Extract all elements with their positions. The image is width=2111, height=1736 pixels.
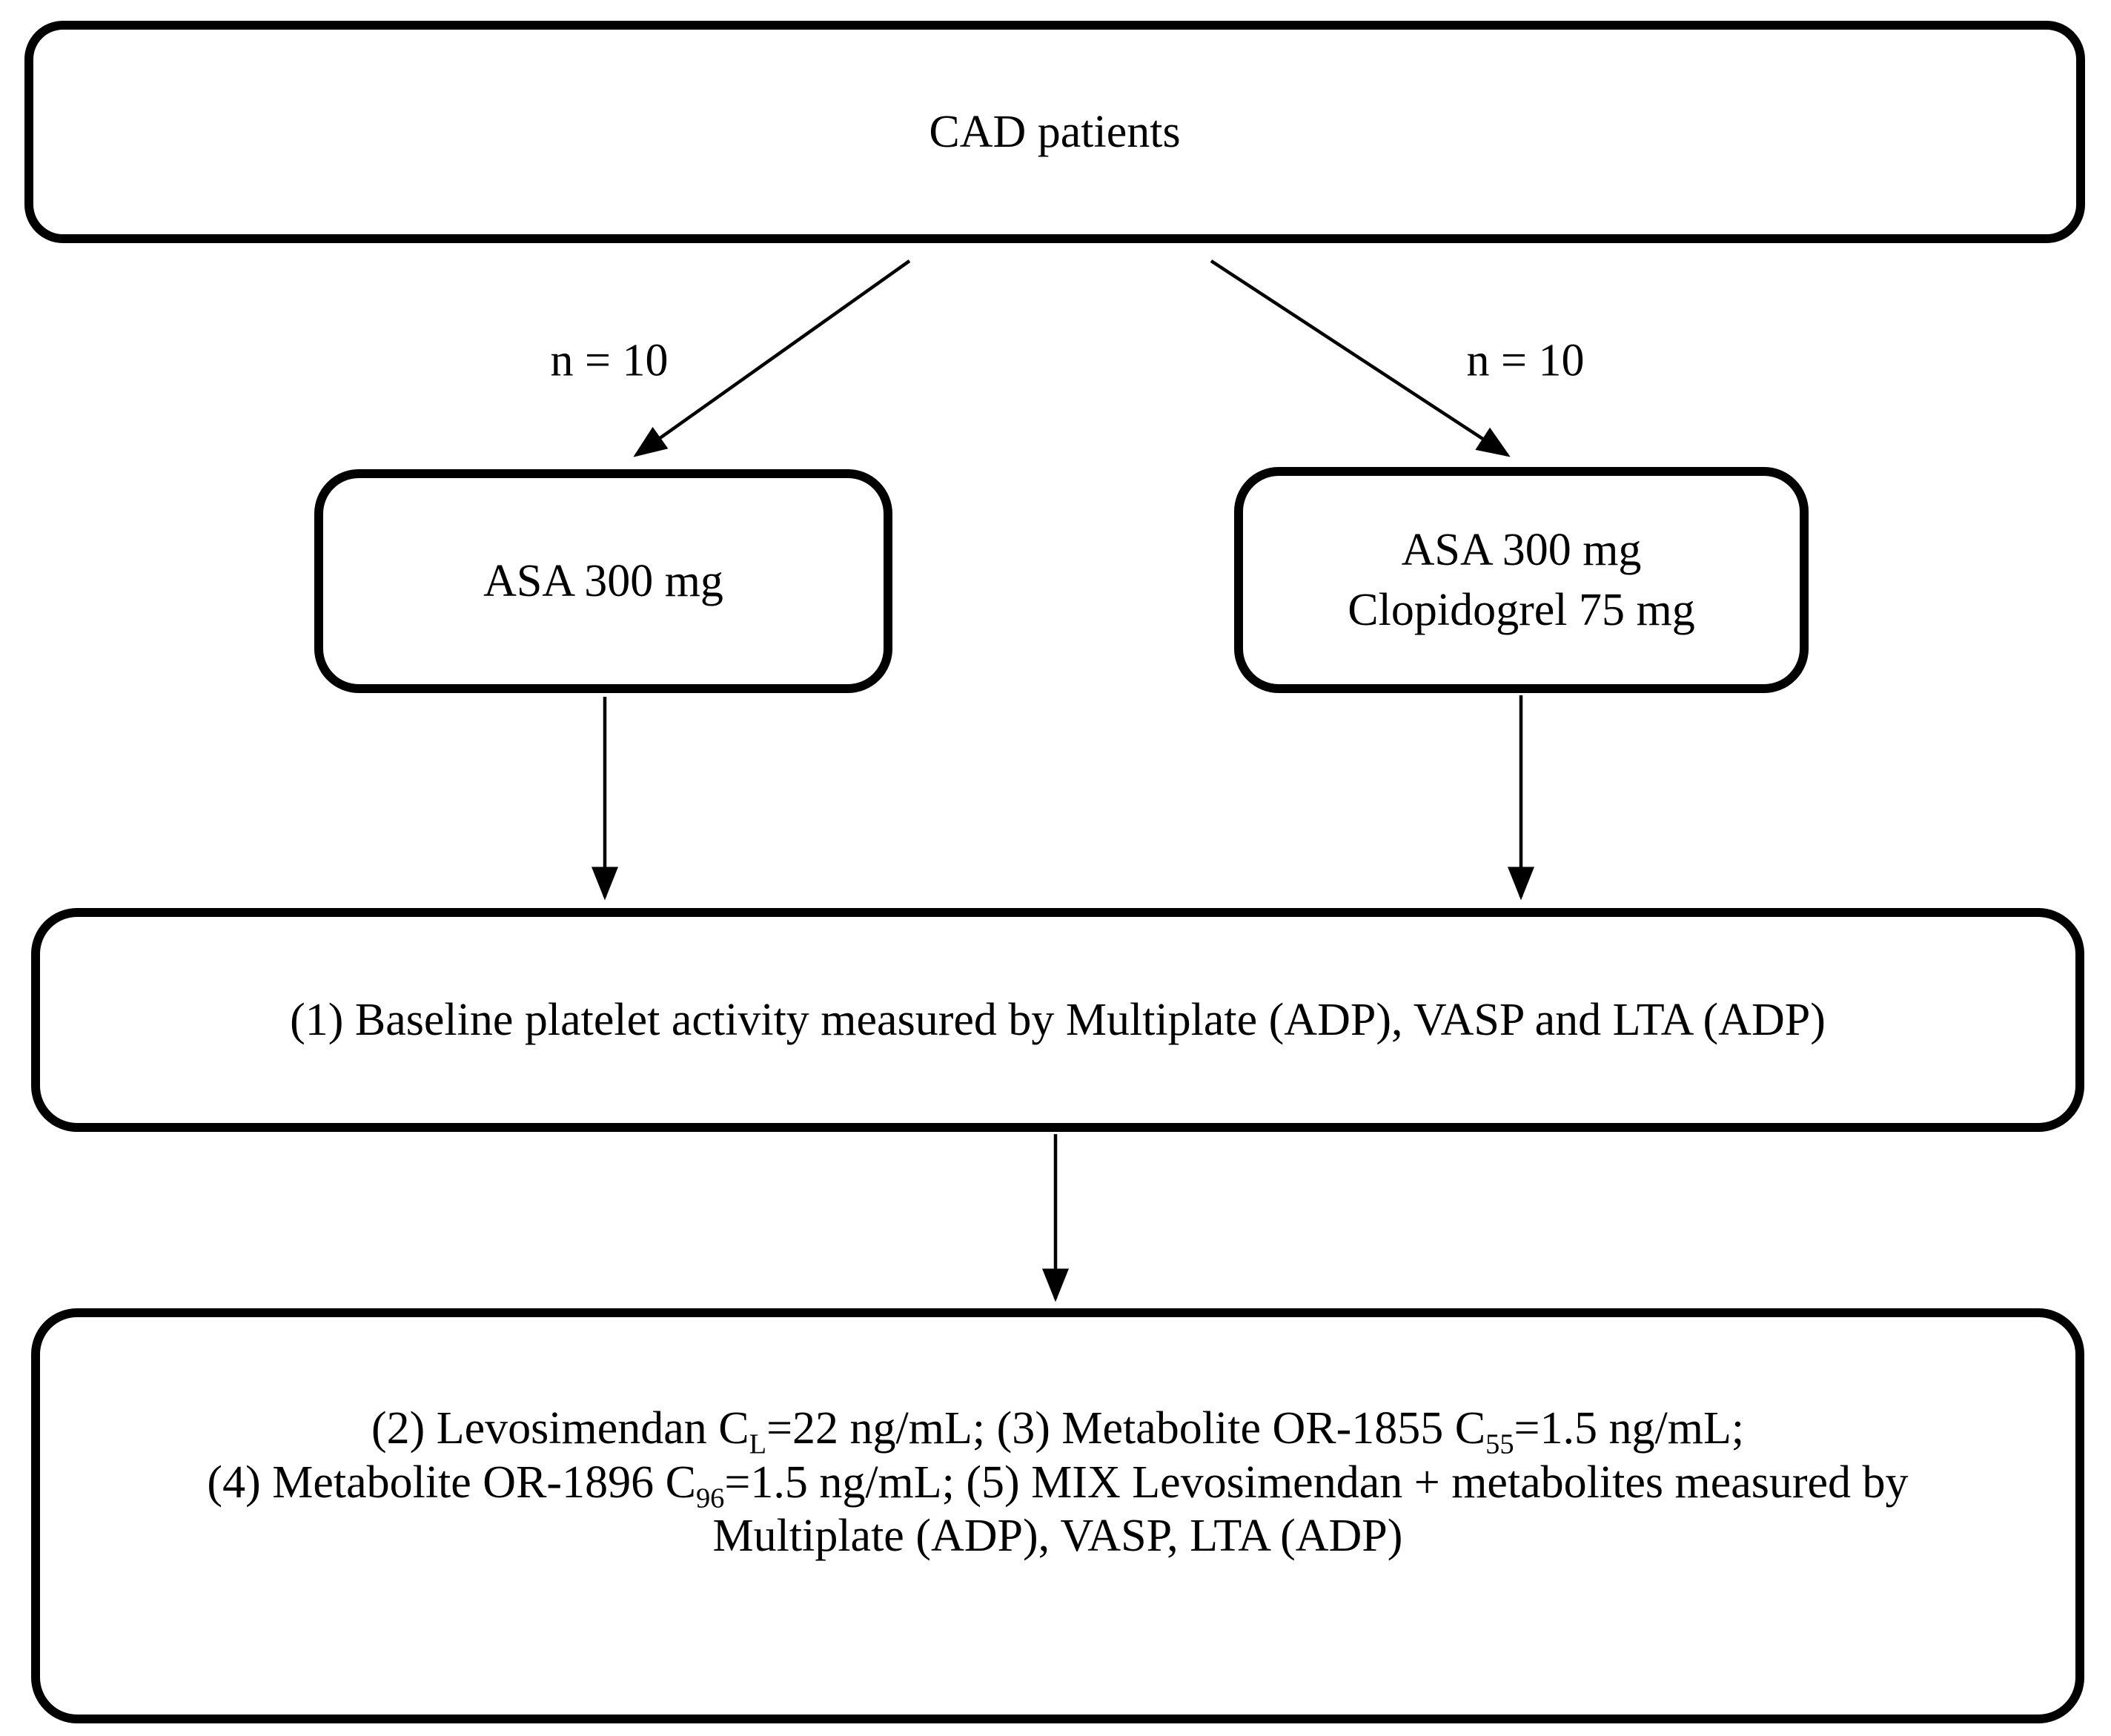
box-asa: ASA 300 mg — [314, 469, 892, 693]
box-step2-line1: (2) Levosimendan CL=22 ng/mL; (3) Metabo… — [371, 1402, 1745, 1459]
box-step2-line3: Multiplate (ADP), VASP, LTA (ADP) — [713, 1509, 1403, 1563]
arrow-cad-to-asa-clopidogrel — [1210, 259, 1511, 457]
n-count-label-left: n = 10 — [550, 335, 669, 386]
step2-line2-text1: (4) Metabolite OR-1896 C — [207, 1457, 696, 1508]
box-cad-patients: CAD patients — [24, 21, 2085, 243]
n-count-label-right: n = 10 — [1466, 335, 1585, 386]
box-asa-clopidogrel-line1: ASA 300 mg — [1401, 524, 1642, 575]
box-step1-baseline: (1) Baseline platelet activity measured … — [31, 908, 2084, 1132]
step2-line2-subscript1: 96 — [695, 1482, 725, 1514]
box-cad-patients-label: CAD patients — [929, 106, 1181, 157]
box-step1-label: (1) Baseline platelet activity measured … — [290, 994, 1826, 1045]
box-asa-clopidogrel: ASA 300 mg Clopidogrel 75 mg — [1234, 467, 1809, 693]
step2-line3-text: Multiplate (ADP), VASP, LTA (ADP) — [712, 1511, 1403, 1562]
step2-line1-text3: =1.5 ng/mL; — [1514, 1403, 1745, 1454]
step2-line2-text2: =1.5 ng/mL; (5) MIX Levosimendan + metab… — [724, 1457, 1909, 1508]
box-asa-label: ASA 300 mg — [483, 555, 723, 606]
arrow-cad-to-asa — [633, 259, 911, 457]
step2-line1-subscript1: L — [749, 1428, 767, 1460]
step2-line1-subscript2: 55 — [1485, 1428, 1514, 1460]
box-step2-line2: (4) Metabolite OR-1896 C96=1.5 ng/mL; (5… — [207, 1456, 1909, 1513]
box-asa-clopidogrel-line2: Clopidogrel 75 mg — [1348, 584, 1695, 635]
box-step2-treatments: (2) Levosimendan CL=22 ng/mL; (3) Metabo… — [31, 1308, 2084, 1723]
step2-line1-text1: (2) Levosimendan C — [371, 1403, 749, 1454]
step2-line1-text2: =22 ng/mL; (3) Metabolite OR-1855 C — [766, 1403, 1486, 1454]
